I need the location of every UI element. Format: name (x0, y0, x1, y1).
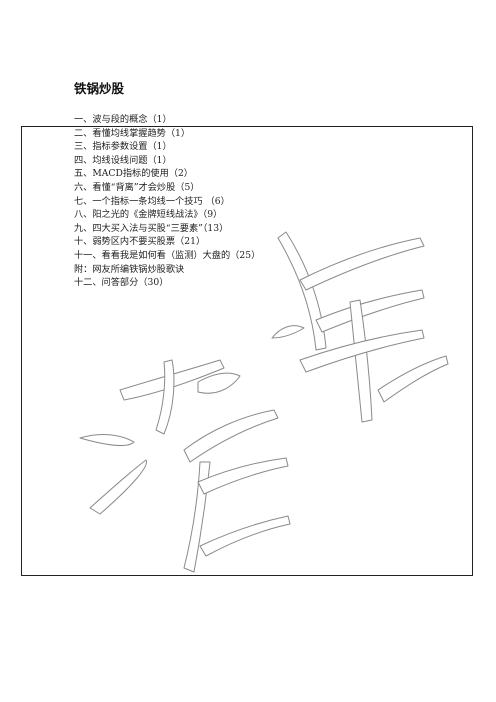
watermark-stroke (299, 237, 425, 291)
toc-item-8: 八、阳之光的《金牌短线战法》（9） (74, 209, 223, 221)
toc-item-appendix: 附：网友所编铁锅炒股歌诀 (74, 263, 185, 275)
watermark-stroke (349, 299, 373, 423)
watermark-stroke (299, 329, 425, 373)
watermark-stroke (315, 289, 425, 333)
watermark-stroke (79, 434, 135, 446)
toc-item-4: 四、均线设线问题（1） (74, 154, 172, 166)
watermark-stroke (197, 372, 241, 394)
toc-item-3: 三、指标参数设置（1） (74, 141, 172, 153)
toc-item-2: 二、看懂均线掌握趋势（1） (74, 127, 191, 139)
toc-item-6: 六、看懂“背离”才会炒股（5） (74, 181, 200, 193)
watermark-stroke (89, 459, 147, 515)
watermark-stroke (377, 355, 449, 403)
watermark-stroke (183, 409, 279, 463)
watermark-graphic (79, 231, 449, 573)
toc-item-5: 五、MACD指标的使用（2） (74, 168, 193, 180)
toc-item-9: 九、四大买入法与买股“三要素”（13） (74, 222, 229, 234)
watermark-stroke (199, 515, 291, 557)
watermark-stroke (197, 457, 289, 495)
watermark-stroke (155, 359, 175, 435)
toc-item-12: 十二、问答部分（30） (74, 277, 169, 289)
watermark-stroke (271, 325, 305, 339)
toc-item-1: 一、波与段的概念（1） (74, 114, 172, 125)
watermark-stroke (277, 231, 327, 351)
table-of-contents: 一、波与段的概念（1） 二、看懂均线掌握趋势（1） 三、指标参数设置（1） 四、… (74, 113, 260, 290)
document-title: 铁锅炒股 (74, 81, 125, 96)
toc-frame (21, 126, 473, 576)
toc-item-10: 十、弱势区内不要买股票（21） (74, 236, 206, 248)
toc-item-11: 十一、看看我是如何看（监测）大盘的（25） (74, 249, 261, 261)
toc-item-7: 七、一个指标一条均线一个技巧 （6） (74, 195, 230, 207)
